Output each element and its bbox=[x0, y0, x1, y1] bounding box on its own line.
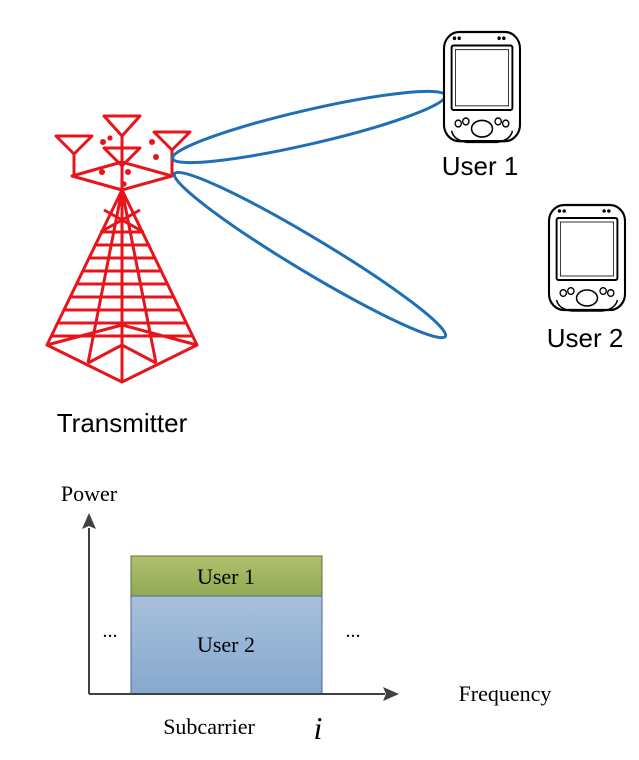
user2-label: User 2 bbox=[547, 323, 624, 353]
frequency-axis-arrow-icon bbox=[383, 687, 399, 701]
signal-dots-icon bbox=[99, 135, 159, 187]
beam-to-user2 bbox=[172, 170, 448, 340]
user2-power-block bbox=[130, 595, 323, 695]
transmitter-tower-icon bbox=[45, 114, 199, 384]
beam-to-user1 bbox=[171, 89, 447, 165]
subcarrier-label: Subcarrier bbox=[163, 714, 255, 739]
power-axis-label: Power bbox=[61, 481, 118, 506]
user2-block-label: User 2 bbox=[197, 632, 255, 657]
transmitter-label: Transmitter bbox=[57, 408, 188, 438]
user2-device-icon bbox=[547, 203, 627, 313]
ellipsis-right: ... bbox=[346, 620, 361, 642]
power-axis-arrow-icon bbox=[82, 513, 96, 529]
frequency-axis-label: Frequency bbox=[459, 681, 552, 706]
power-frequency-plot: Power Frequency User 1 User 2 ... ... Su… bbox=[61, 481, 552, 746]
user1-block-label: User 1 bbox=[197, 564, 255, 589]
ellipsis-left: ... bbox=[103, 620, 118, 642]
user1-label: User 1 bbox=[442, 151, 519, 181]
subcarrier-index-label: i bbox=[314, 710, 323, 746]
user1-power-block bbox=[130, 555, 323, 597]
user1-device-icon bbox=[442, 30, 522, 144]
